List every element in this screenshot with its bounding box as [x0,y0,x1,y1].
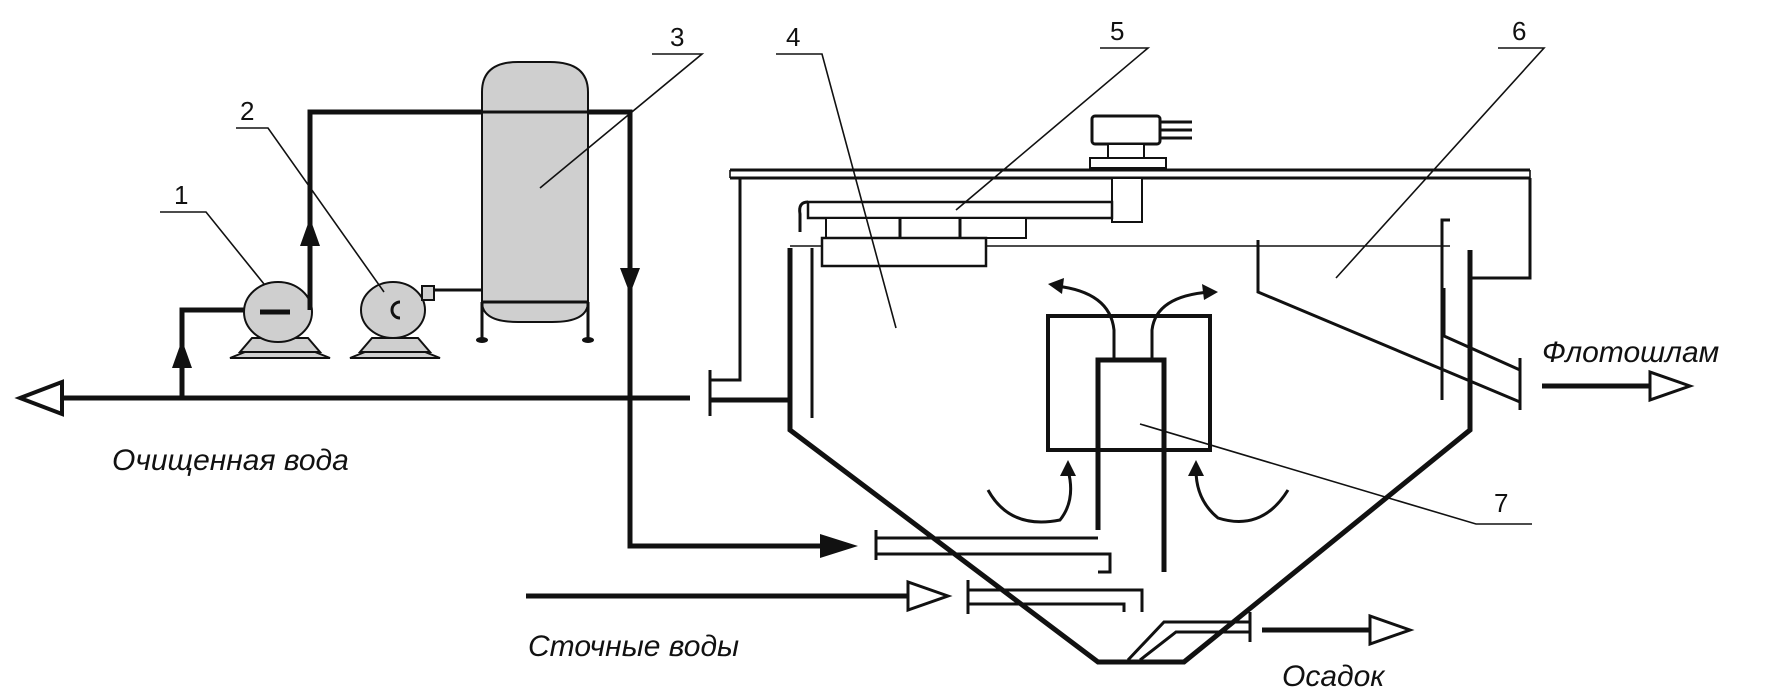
label-4: 4 [786,22,800,52]
sediment-outlet [1126,612,1415,662]
caption-clean-water: Очищенная вода [112,444,349,477]
clean-water-outlet [708,178,790,416]
flotation-sludge-arrow [1542,369,1695,403]
saturated-water-pipe [588,109,858,558]
compressor-2 [349,281,482,359]
caption-wastewater: Сточные воды [528,630,739,663]
label-2: 2 [240,96,254,126]
sludge-chute-6 [1256,178,1532,410]
label-1: 1 [174,180,188,210]
caption-sediment: Осадок [1282,660,1386,693]
clean-water-line [14,379,690,417]
label-3: 3 [670,22,684,52]
label-7: 7 [1494,488,1508,518]
inlet-chamber-7 [986,278,1290,572]
wastewater-inlet [526,530,1144,614]
pump-1 [172,281,331,398]
caption-flotation-sludge: Флотошлам [1542,336,1719,369]
pump-1-discharge-pipe [300,109,482,310]
leader-lines [160,47,1546,525]
label-5: 5 [1110,16,1124,46]
label-6: 6 [1512,16,1526,46]
scraper-5 [798,114,1192,268]
pressure-tank-3 [476,61,594,343]
